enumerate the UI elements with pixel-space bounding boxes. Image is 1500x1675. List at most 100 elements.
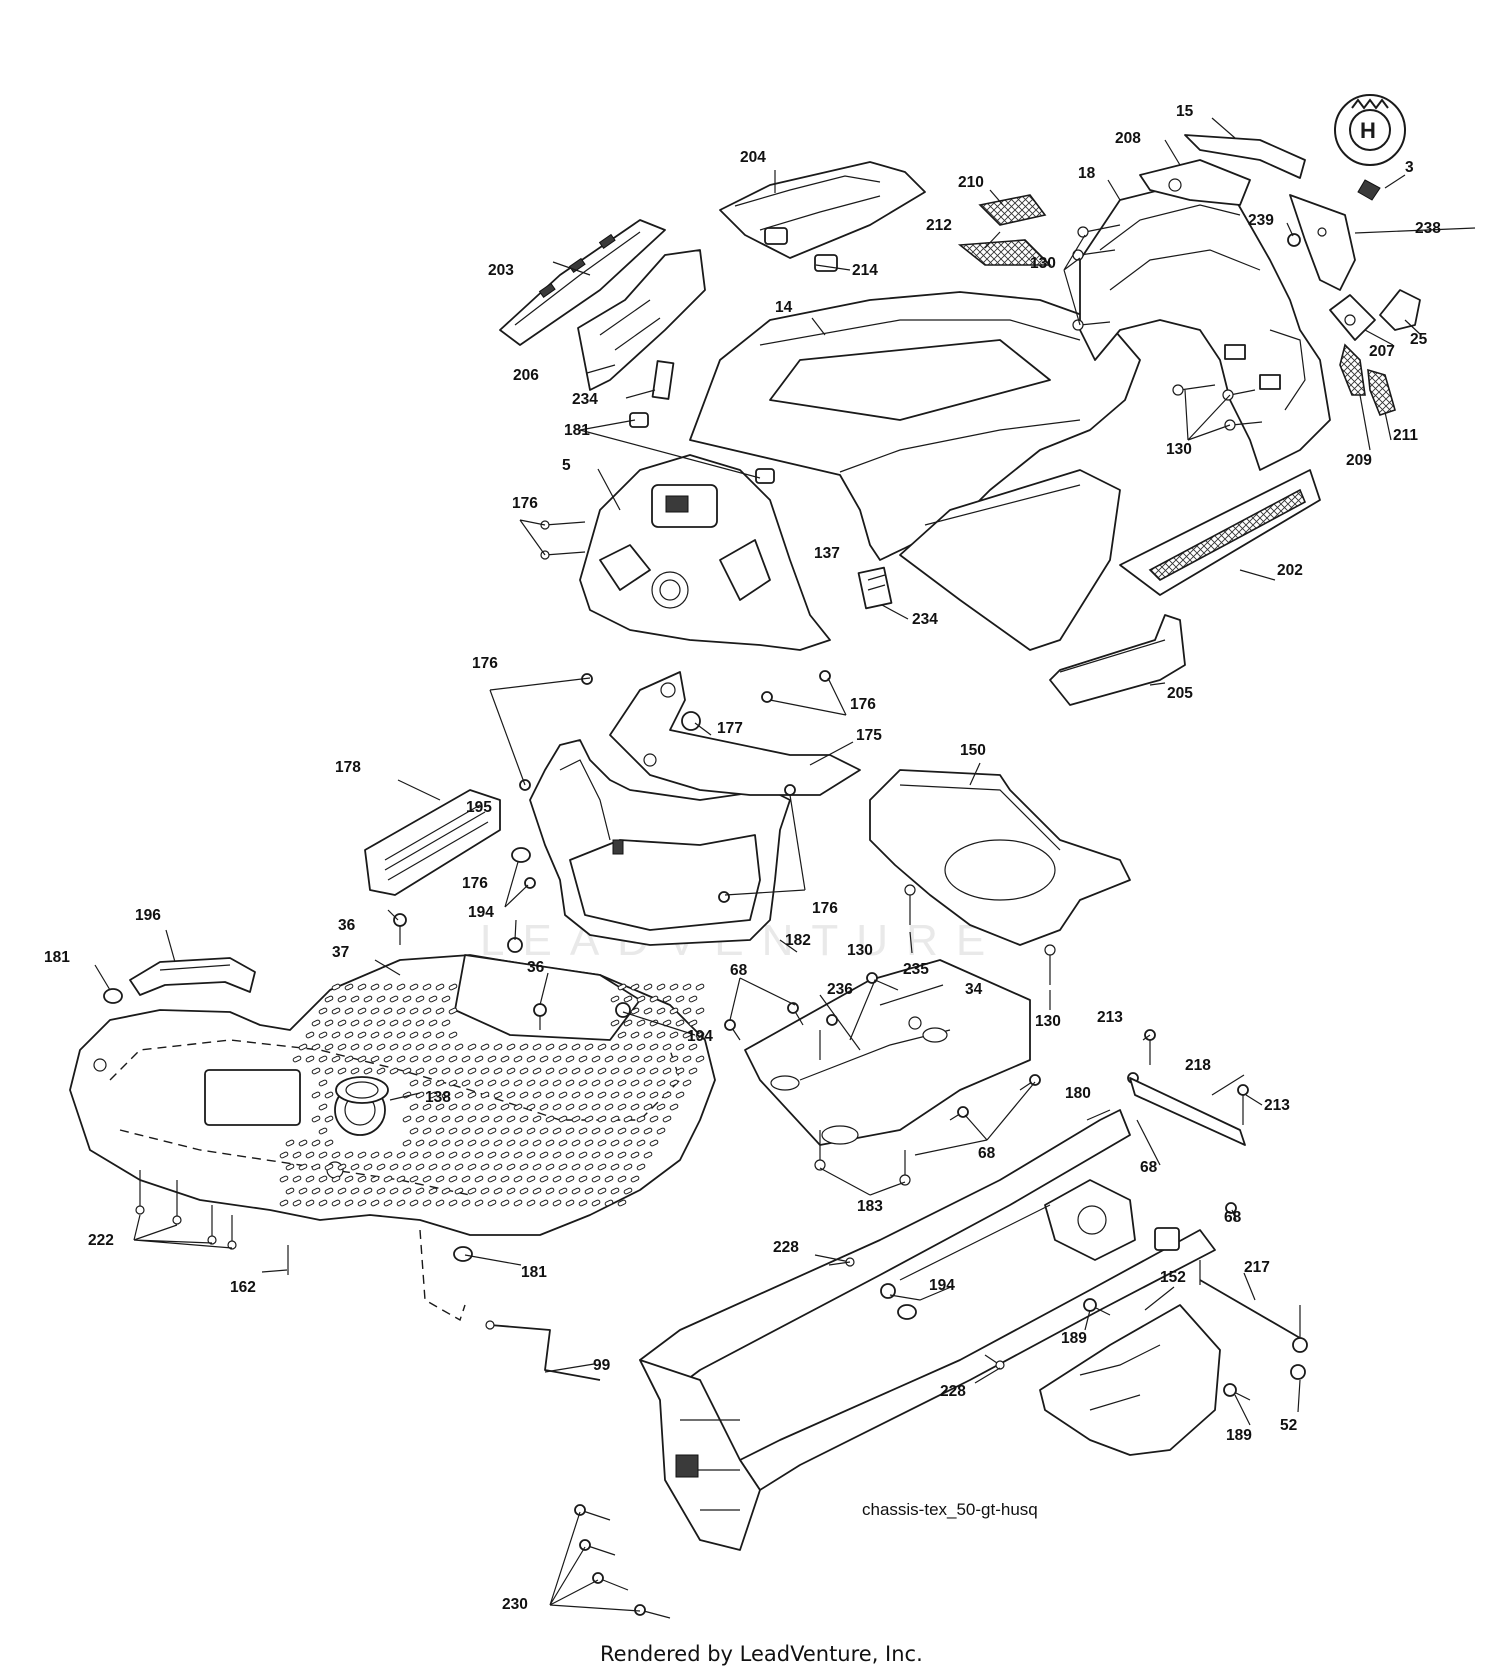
deck-slot — [675, 995, 685, 1003]
callout-239: 239 — [1248, 212, 1274, 229]
deck-slot — [285, 1139, 295, 1147]
deck-slot — [441, 1115, 451, 1123]
deck-slot — [422, 1055, 432, 1063]
deck-slot — [571, 1091, 581, 1099]
deck-slot — [500, 1151, 510, 1159]
deck-slot — [454, 1163, 464, 1171]
callout-68a: 68 — [730, 962, 748, 979]
deck-slot — [370, 983, 380, 991]
callout-180: 180 — [1065, 1085, 1091, 1102]
part-207-bracket — [1329, 294, 1376, 341]
deck-slot — [422, 1199, 432, 1207]
deck-slot — [305, 1199, 315, 1207]
deck-slot — [604, 1055, 614, 1063]
deck-slot — [389, 1163, 399, 1171]
deck-slot — [604, 1175, 614, 1183]
deck-slot — [324, 995, 334, 1003]
part-152-shield — [1039, 1304, 1221, 1456]
deck-slot — [532, 1115, 542, 1123]
callout-181a: 181 — [564, 422, 590, 439]
deck-slot — [649, 1067, 659, 1075]
deck-slot — [474, 1199, 484, 1207]
deck-slot — [428, 995, 438, 1003]
deck-slot — [324, 1187, 334, 1195]
deck-slot — [617, 1055, 627, 1063]
deck-slot — [337, 1043, 347, 1051]
deck-slot — [461, 1103, 471, 1111]
deck-slot — [363, 1163, 373, 1171]
deck-slot — [396, 1199, 406, 1207]
callout-176b: 176 — [472, 655, 498, 672]
deck-slot — [480, 1163, 490, 1171]
deck-slot — [298, 1163, 308, 1171]
deck-slot — [643, 1079, 653, 1087]
deck-slot — [636, 1139, 646, 1147]
deck-slot — [337, 995, 347, 1003]
callout-labels: 3 5 14 15 18 25 34 36 36 37 52 68 68 68 … — [44, 103, 1441, 1613]
deck-slot — [389, 1019, 399, 1027]
deck-slot — [513, 1079, 523, 1087]
deck-slot — [565, 1055, 575, 1063]
deck-slot — [363, 1187, 373, 1195]
deck-slot — [513, 1103, 523, 1111]
deck-slot — [396, 1007, 406, 1015]
part-212-grille — [957, 239, 1052, 266]
deck-slot — [461, 1175, 471, 1183]
deck-slot — [669, 1007, 679, 1015]
deck-slot — [695, 1007, 705, 1015]
deck-slot — [688, 1067, 698, 1075]
deck-slot — [376, 1019, 386, 1027]
callout-15: 15 — [1176, 103, 1194, 120]
callout-236: 236 — [827, 981, 853, 998]
deck-slot — [415, 995, 425, 1003]
deck-slot — [370, 1151, 380, 1159]
deck-slot — [422, 1007, 432, 1015]
deck-slot — [623, 1019, 633, 1027]
deck-slot — [623, 995, 633, 1003]
callout-213b: 213 — [1264, 1097, 1290, 1114]
deck-slot — [461, 1055, 471, 1063]
deck-slot — [402, 1139, 412, 1147]
callout-162: 162 — [230, 1279, 256, 1296]
deck-slot — [474, 1127, 484, 1135]
deck-slot — [454, 1091, 464, 1099]
callout-36a: 36 — [338, 917, 356, 934]
deck-slot — [545, 1043, 555, 1051]
deck-slot — [285, 1187, 295, 1195]
deck-slot — [480, 1067, 490, 1075]
deck-slot — [409, 1175, 419, 1183]
deck-slot — [350, 1187, 360, 1195]
part-208-trim — [1139, 159, 1251, 206]
deck-slot — [311, 1115, 321, 1123]
deck-slot — [610, 995, 620, 1003]
deck-slot — [617, 1199, 627, 1207]
deck-slot — [552, 1199, 562, 1207]
deck-slot — [513, 1199, 523, 1207]
deck-slot — [610, 1187, 620, 1195]
deck-slot — [591, 1175, 601, 1183]
deck-slot — [591, 1127, 601, 1135]
deck-slot — [500, 1175, 510, 1183]
deck-slot — [324, 1019, 334, 1027]
deck-slot — [630, 1031, 640, 1039]
deck-slot — [428, 1115, 438, 1123]
deck-slot — [493, 1187, 503, 1195]
deck-slot — [441, 1139, 451, 1147]
deck-slot — [532, 1139, 542, 1147]
deck-slot — [558, 1091, 568, 1099]
deck-slot — [376, 1067, 386, 1075]
deck-slot — [331, 1007, 341, 1015]
deck-slot — [519, 1187, 529, 1195]
deck-slot — [435, 1175, 445, 1183]
deck-slot — [441, 1187, 451, 1195]
deck-slot — [383, 1151, 393, 1159]
deck-slot — [688, 1043, 698, 1051]
deck-slot — [552, 1079, 562, 1087]
deck-slot — [545, 1115, 555, 1123]
deck-slot — [539, 1151, 549, 1159]
deck-slot — [656, 1031, 666, 1039]
deck-slot — [461, 1079, 471, 1087]
deck-slot — [480, 1115, 490, 1123]
callout-195: 195 — [466, 799, 492, 816]
deck-slot — [532, 1067, 542, 1075]
